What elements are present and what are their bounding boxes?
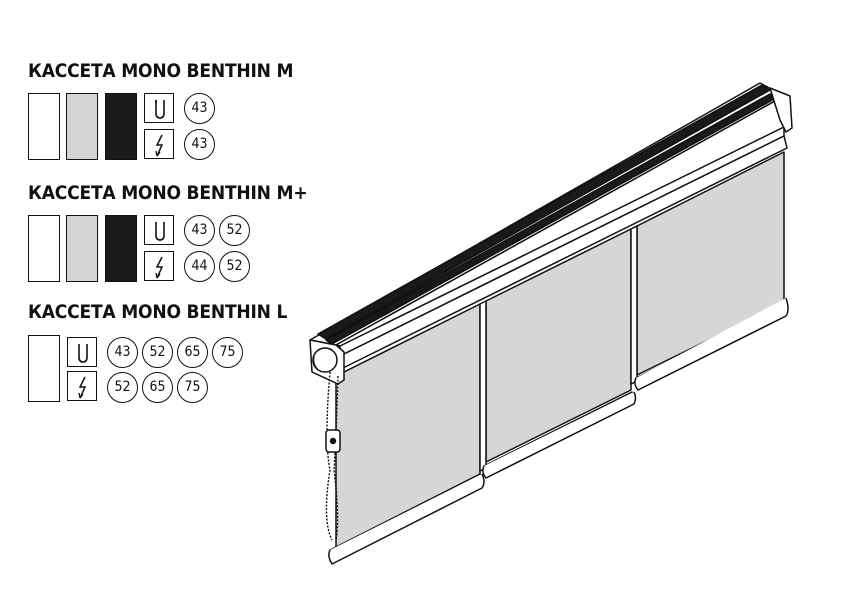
cassette-end-cap-right <box>769 87 793 133</box>
motor-number: 43 <box>184 129 215 160</box>
motor-lightning-icon <box>144 251 174 281</box>
motor-number: 65 <box>142 372 173 403</box>
motor-number: 75 <box>177 372 208 403</box>
motor-lightning-icon <box>144 129 174 159</box>
motor-number: 44 <box>184 251 215 282</box>
chain-control-icon <box>144 215 174 245</box>
section-title-m: КАССЕТА MONO BENTHIN M <box>28 60 294 82</box>
chain-number: 43 <box>184 215 215 246</box>
color-swatch-white <box>28 93 60 160</box>
color-swatch-grey <box>66 215 98 282</box>
section-title-m-plus: КАССЕТА MONO BENTHIN M+ <box>28 182 308 204</box>
chain-number: 52 <box>142 337 173 368</box>
motor-lightning-icon <box>67 371 97 401</box>
chain-number: 65 <box>177 337 208 368</box>
control-chain <box>325 371 333 541</box>
chain-number: 75 <box>212 337 243 368</box>
color-swatch-grey <box>66 93 98 160</box>
guide-profile <box>630 225 638 385</box>
color-swatch-black <box>105 93 137 160</box>
motor-number: 52 <box>107 372 138 403</box>
color-swatch-black <box>105 215 137 282</box>
chain-number: 52 <box>219 215 250 246</box>
color-swatch-white <box>28 335 60 402</box>
chain-number: 43 <box>107 337 138 368</box>
color-swatch-white <box>28 215 60 282</box>
chain-number: 43 <box>184 93 215 124</box>
guide-profile <box>479 300 487 472</box>
chain-control-icon <box>67 337 97 367</box>
section-title-l: КАССЕТА MONO BENTHIN L <box>28 301 288 323</box>
motor-number: 52 <box>219 251 250 282</box>
chain-control-icon <box>144 93 174 123</box>
